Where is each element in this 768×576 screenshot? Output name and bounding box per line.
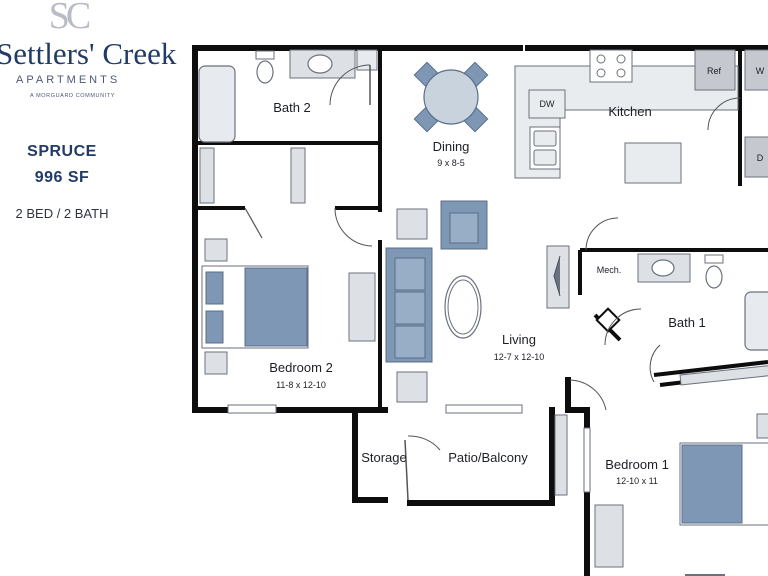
nightstand-bedroom1 <box>756 413 768 439</box>
plan-name: SPRUCE <box>27 143 97 160</box>
end-table-top <box>396 208 428 240</box>
door-swing-bath2 <box>329 64 371 106</box>
sink-basin-2 <box>533 149 557 166</box>
label-dryer: D <box>757 153 764 163</box>
dims-dining: 9 x 8-5 <box>437 158 465 168</box>
toilet-bath1 <box>705 265 723 289</box>
dims-living: 12-7 x 12-10 <box>494 352 545 362</box>
stove <box>589 49 633 83</box>
window-bedroom2 <box>227 404 277 414</box>
stove-burners <box>596 54 626 78</box>
label-bedroom2: Bedroom 2 <box>269 360 333 375</box>
window-bedroom1 <box>583 427 591 493</box>
sofa-cushion-1 <box>394 257 426 291</box>
door-swing-mech <box>585 217 619 251</box>
bed-blanket-bedroom1 <box>681 444 743 524</box>
linen-cabinet <box>356 49 378 71</box>
bathtub-bath1 <box>744 291 768 351</box>
closet-shelf-right <box>290 147 306 204</box>
door-swing-bedroom1 <box>569 379 607 411</box>
label-mech: Mech. <box>597 265 622 275</box>
label-living: Living <box>502 332 536 347</box>
door-closet <box>244 207 263 239</box>
label-bedroom1: Bedroom 1 <box>605 457 669 472</box>
coffee-table <box>444 275 482 339</box>
dresser-bedroom2 <box>348 272 376 342</box>
bed-bath-count: 2 BED / 2 BATH <box>15 206 109 221</box>
door-swing-laundry <box>707 97 741 131</box>
dryer <box>744 136 768 178</box>
nightstand-bottom <box>204 351 228 375</box>
pillow-2 <box>205 310 224 344</box>
armchair-seat <box>449 212 479 244</box>
label-patio: Patio/Balcony <box>448 450 528 465</box>
refrigerator <box>694 49 736 91</box>
pillow-1 <box>205 271 224 305</box>
door-swing-storage <box>407 435 441 451</box>
logo-subtitle: APARTMENTS <box>16 74 121 86</box>
label-bath1: Bath 1 <box>668 315 706 330</box>
label-dishwasher: DW <box>540 99 555 109</box>
sink-basin-1 <box>533 130 557 147</box>
nightstand-top <box>204 238 228 262</box>
logo-community-name: Settlers' Creek <box>0 36 177 71</box>
sliding-door-patio <box>445 404 523 414</box>
sofa-cushion-2 <box>394 291 426 325</box>
label-washer: W <box>756 66 765 76</box>
toilet-bath2 <box>256 60 274 84</box>
dishwasher <box>528 89 566 119</box>
label-dining: Dining <box>433 139 470 154</box>
dims-bedroom1: 12-10 x 11 <box>616 476 658 486</box>
bed-blanket-bedroom2 <box>244 267 308 347</box>
toilet-tank-bath2 <box>255 50 275 60</box>
door-swing-bedroom2 <box>334 207 373 247</box>
patio-shelf <box>554 414 568 496</box>
label-refrigerator: Ref <box>707 66 722 76</box>
sink-bath2 <box>307 54 333 74</box>
kitchen-island <box>624 142 682 184</box>
dresser-bedroom1 <box>594 504 624 568</box>
dining-table <box>423 69 479 125</box>
label-bath2: Bath 2 <box>273 100 311 115</box>
closet-shelf-bedroom1 <box>679 365 768 386</box>
label-kitchen: Kitchen <box>608 104 651 119</box>
door-storage <box>404 439 409 501</box>
logo-monogram: SC <box>48 0 91 37</box>
television <box>553 255 561 297</box>
square-footage: 996 SF <box>34 169 90 186</box>
coffee-table-inner <box>447 279 479 335</box>
washer <box>744 49 768 91</box>
toilet-tank-bath1 <box>704 254 724 264</box>
hall-corner <box>595 307 621 333</box>
door-swing-bath1 <box>604 308 642 346</box>
end-table-bottom <box>396 371 428 403</box>
label-storage: Storage <box>361 450 407 465</box>
closet-shelf-left <box>199 147 215 204</box>
bathtub-bath2 <box>198 65 236 143</box>
dims-bedroom2: 11-8 x 12-10 <box>276 380 326 390</box>
logo-tagline: A MORGUARD COMMUNITY <box>30 93 116 99</box>
door-swing-bath1-inner <box>649 344 661 383</box>
sofa-cushion-3 <box>394 325 426 359</box>
sink-bath1 <box>651 259 675 277</box>
